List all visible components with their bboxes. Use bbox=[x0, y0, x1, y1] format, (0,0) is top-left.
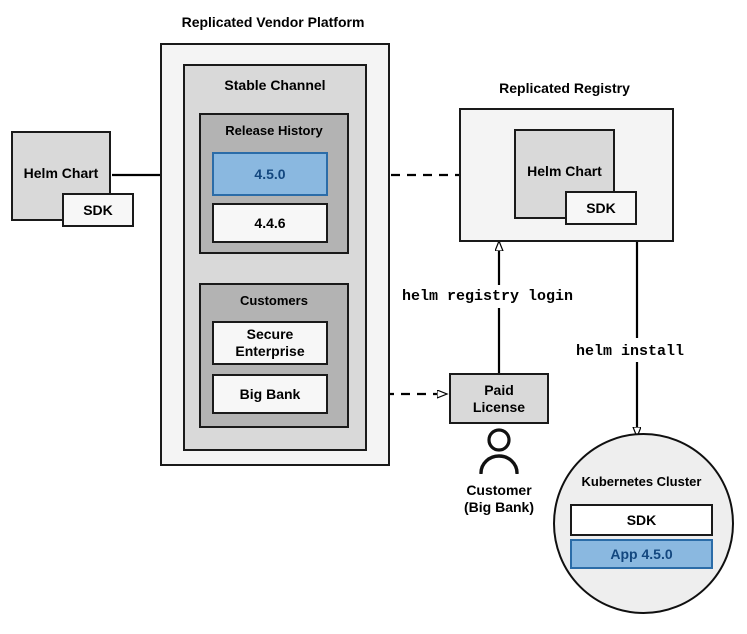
customer-item-secure-enterprise-line2: Enterprise bbox=[235, 343, 305, 359]
registry-helm-chart-sdk-label: SDK bbox=[586, 199, 616, 216]
customer-item-secure-enterprise[interactable]: Secure Enterprise bbox=[212, 321, 328, 365]
release-history-label: Release History bbox=[201, 123, 347, 138]
registry-helm-chart-label: Helm Chart bbox=[527, 163, 602, 179]
customer-actor-line2: (Big Bank) bbox=[464, 498, 534, 515]
customer-item-big-bank[interactable]: Big Bank bbox=[212, 374, 328, 414]
vendor-platform-title: Replicated Vendor Platform bbox=[160, 14, 386, 30]
source-helm-chart-sdk: SDK bbox=[62, 193, 134, 227]
source-helm-chart-label: Helm Chart bbox=[23, 165, 99, 181]
registry-title-text: Replicated Registry bbox=[499, 80, 630, 96]
person-icon bbox=[473, 428, 525, 474]
paid-license-line2: License bbox=[472, 398, 526, 415]
release-item-4-4-6-label: 4.4.6 bbox=[254, 214, 286, 231]
kubernetes-cluster-label: Kubernetes Cluster bbox=[553, 474, 730, 490]
command-helm-install-text: helm install bbox=[576, 343, 685, 360]
customer-item-secure-enterprise-line1: Secure bbox=[246, 326, 294, 343]
release-item-4-5-0-label: 4.5.0 bbox=[254, 165, 286, 182]
kubernetes-cluster-label-text: Kubernetes Cluster bbox=[581, 474, 702, 489]
paid-license-box: Paid License bbox=[449, 373, 549, 424]
registry-title: Replicated Registry bbox=[459, 80, 670, 96]
registry-helm-chart-sdk: SDK bbox=[565, 191, 637, 225]
command-registry-login-text: helm registry login bbox=[402, 288, 574, 305]
paid-license-line1: Paid bbox=[484, 381, 514, 398]
stable-channel-label: Stable Channel bbox=[185, 77, 365, 93]
command-registry-login: helm registry login bbox=[402, 288, 573, 305]
customers-label: Customers bbox=[201, 293, 347, 308]
customers-label-text: Customers bbox=[240, 293, 308, 308]
vendor-platform-title-text: Replicated Vendor Platform bbox=[181, 14, 365, 30]
customer-item-big-bank-label: Big Bank bbox=[239, 385, 301, 402]
customer-actor-label: Customer (Big Bank) bbox=[429, 482, 569, 516]
source-helm-chart-sdk-label: SDK bbox=[83, 201, 113, 218]
stable-channel-label-text: Stable Channel bbox=[224, 77, 326, 93]
cluster-component-sdk: SDK bbox=[570, 504, 713, 536]
customer-actor-line1: Customer bbox=[466, 482, 532, 498]
release-item-4-4-6[interactable]: 4.4.6 bbox=[212, 203, 328, 243]
cluster-component-app-label: App 4.5.0 bbox=[610, 545, 673, 562]
cluster-component-sdk-label: SDK bbox=[626, 511, 657, 528]
cluster-component-app: App 4.5.0 bbox=[570, 539, 713, 569]
release-item-4-5-0[interactable]: 4.5.0 bbox=[212, 152, 328, 196]
release-history-label-text: Release History bbox=[225, 123, 323, 138]
command-helm-install: helm install bbox=[576, 343, 684, 360]
